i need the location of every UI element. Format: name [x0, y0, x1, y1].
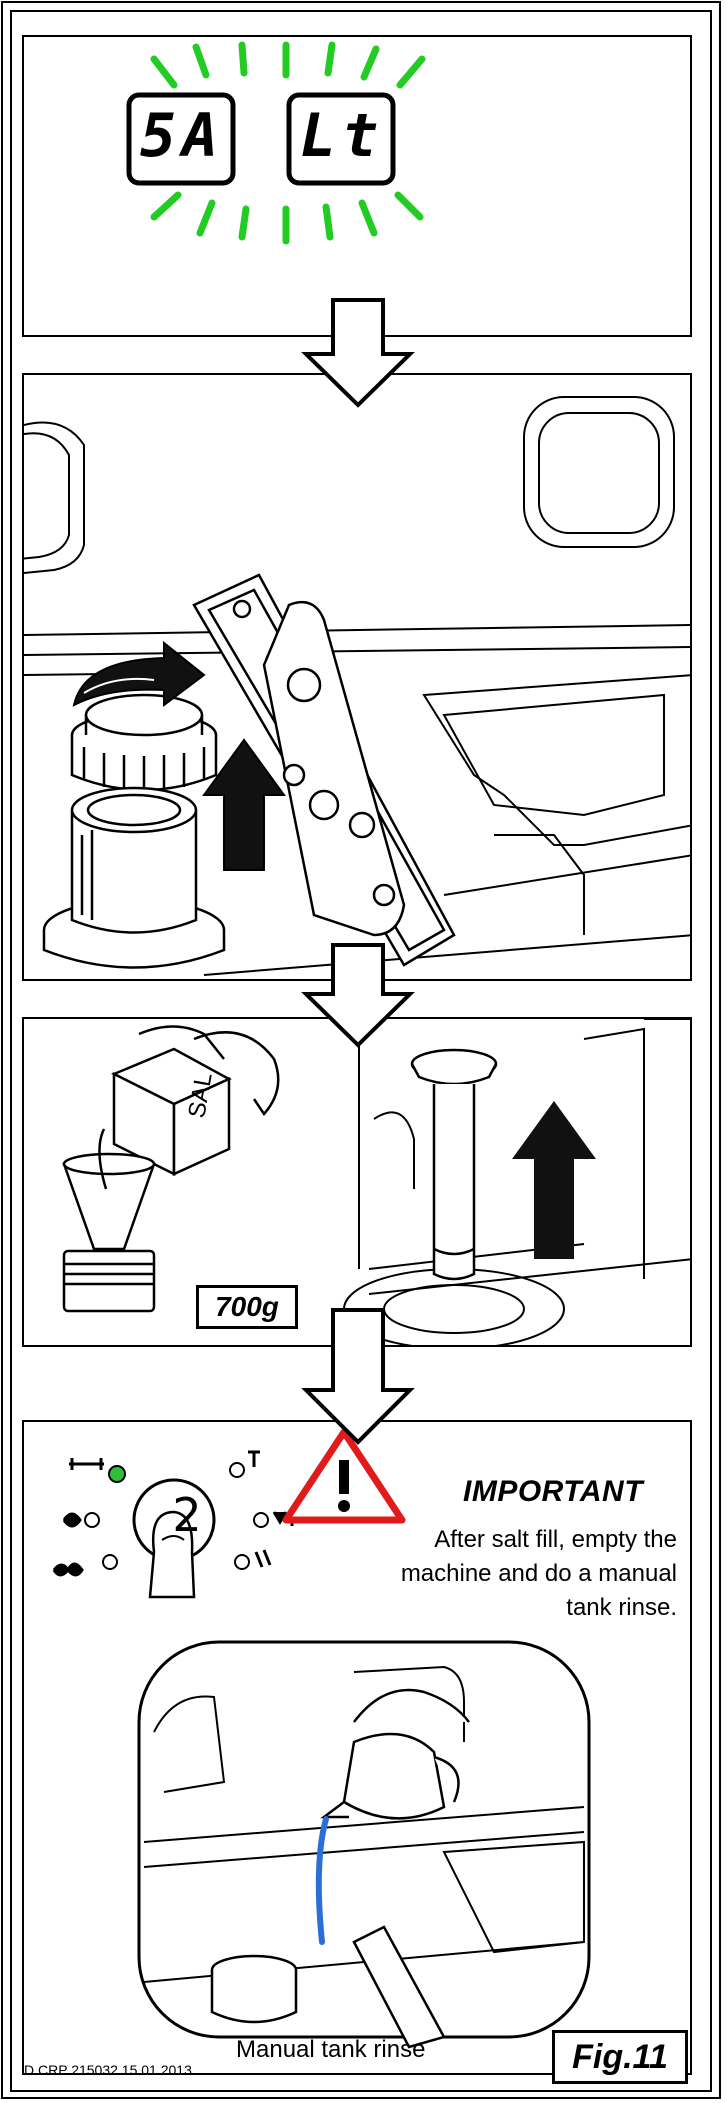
display-right-digits: Lt: [300, 101, 385, 171]
figure-number: Fig.11: [552, 2030, 688, 2084]
salt-fill-panel: SAL: [22, 1017, 692, 1347]
up-arrow-icon: [202, 738, 286, 871]
inner-frame: [10, 10, 712, 2092]
salt-container-panel: [22, 373, 692, 981]
important-title: IMPORTANT: [463, 1475, 644, 1508]
document-reference: D CRP 215032 15.01.2013: [24, 2062, 192, 2078]
salt-amount-label: 700g: [196, 1285, 298, 1329]
important-rinse-panel: [22, 1420, 692, 2075]
up-arrow-icon: [512, 1101, 596, 1259]
rinse-caption: Manual tank rinse: [236, 2036, 426, 2063]
display-left-digits: 5A: [140, 101, 225, 171]
important-note: After salt fill, empty the machine and d…: [400, 1526, 677, 1621]
display-panel: 5A Lt: [22, 35, 692, 337]
curved-rotate-arrow-icon: [72, 640, 206, 707]
salt-fill-illustration: SAL: [62, 1019, 690, 1345]
control-panel-illustration: [52, 1428, 591, 2049]
salt-cap-illustration: [24, 396, 690, 976]
program-button-2: 2: [172, 1488, 202, 1542]
blink-rays-icon: [126, 41, 426, 245]
